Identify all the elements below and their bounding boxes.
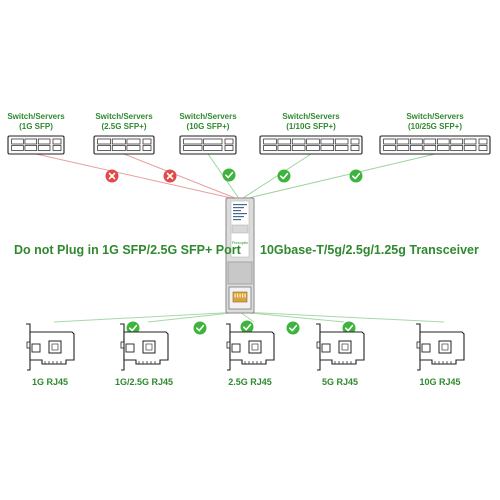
check-circle-icon <box>240 320 254 334</box>
switch-label-3: Switch/Servers(1/10G SFP+) <box>282 112 340 131</box>
warning-text: Do not Plug in 1G SFP/2.5G SFP+ Port <box>14 243 241 257</box>
product-text: 10Gbase-T/5g/2.5g/1.25g Transceiver <box>260 243 479 257</box>
network-card-icon <box>26 323 75 371</box>
check-circle-icon <box>277 169 291 183</box>
nic-link-0 <box>53 311 241 323</box>
switch-label-0: Switch/Servers(1G SFP) <box>7 112 65 131</box>
network-switch-icon <box>259 135 363 155</box>
switch-link-3 <box>239 153 312 201</box>
network-card-icon <box>316 323 365 371</box>
nic-label-2: 2.5G RJ45 <box>228 377 272 387</box>
nic-link-1 <box>147 311 241 323</box>
sfp-transceiver-icon: Flexoptix <box>225 197 255 314</box>
switch-link-0 <box>35 153 241 201</box>
cross-circle-icon <box>105 169 119 183</box>
check-circle-icon <box>342 321 356 335</box>
switch-label-2: Switch/Servers(10G SFP+) <box>179 112 237 131</box>
network-switch-icon <box>179 135 237 155</box>
nic-label-3: 5G RJ45 <box>321 377 359 387</box>
network-card-icon <box>416 323 465 371</box>
cross-circle-icon <box>163 169 177 183</box>
check-circle-icon <box>349 169 363 183</box>
switch-link-1 <box>123 153 241 201</box>
switch-label-4: Switch/Servers(10/25G SFP+) <box>406 112 464 131</box>
network-switch-icon <box>7 135 65 155</box>
switch-label-1: Switch/Servers(2.5G SFP+) <box>95 112 153 131</box>
network-card-icon <box>226 323 275 371</box>
check-circle-icon <box>193 321 207 335</box>
check-circle-icon <box>222 168 236 182</box>
nic-label-0: 1G RJ45 <box>31 377 69 387</box>
nic-link-4 <box>239 311 445 323</box>
nic-link-3 <box>239 311 345 323</box>
check-circle-icon <box>126 321 140 335</box>
nic-link-2 <box>239 311 255 323</box>
network-switch-icon <box>379 135 491 155</box>
network-card-icon <box>120 323 169 371</box>
nic-label-4: 10G RJ45 <box>419 377 461 387</box>
nic-label-1: 1G/2.5G RJ45 <box>114 377 174 387</box>
check-circle-icon <box>286 321 300 335</box>
switch-link-4 <box>239 153 436 201</box>
module-label: Flexoptix <box>232 240 248 245</box>
network-switch-icon <box>93 135 155 155</box>
